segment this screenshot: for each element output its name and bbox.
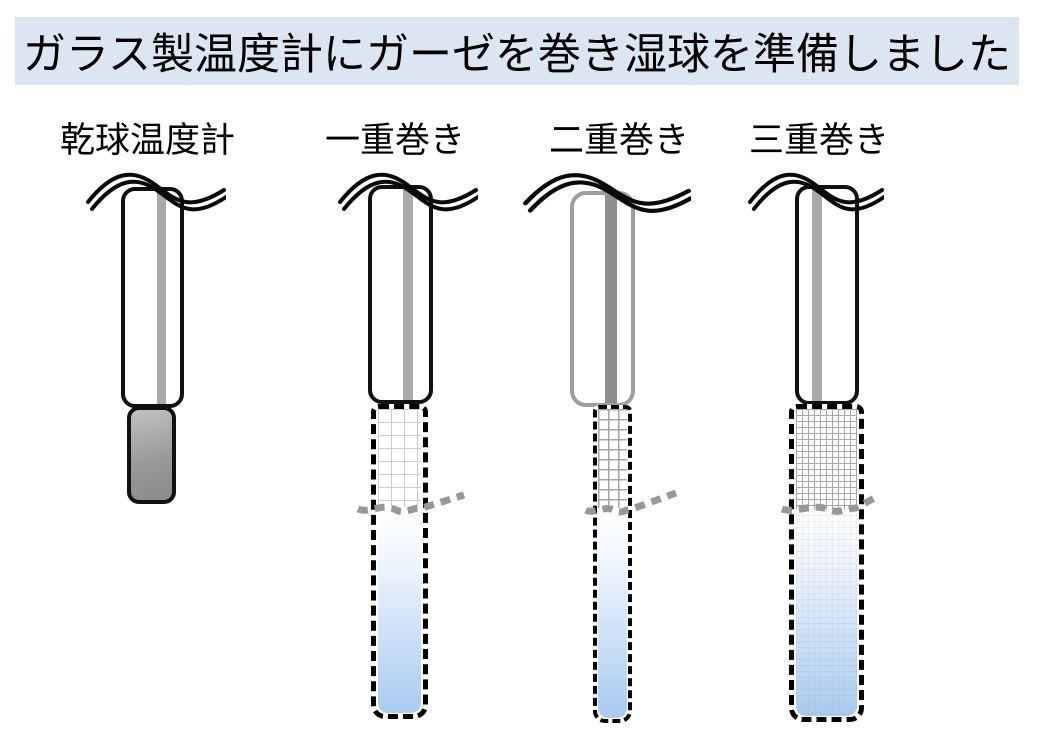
title-bar: ガラス製温度計にガーゼを巻き湿球を準備しました [15, 17, 1019, 85]
thermometer-bulb [127, 406, 176, 504]
label-double-wrap: 二重巻き [549, 121, 690, 160]
label-single-wrap: 一重巻き [325, 121, 466, 160]
glass-body [795, 185, 859, 405]
string-icon [523, 164, 691, 224]
slide-title: ガラス製温度計にガーゼを巻き湿球を準備しました [22, 31, 1012, 79]
gauze-dry-section [378, 409, 421, 507]
mercury-column [812, 189, 822, 401]
gauze-wrap [789, 404, 864, 722]
mercury-column [605, 195, 617, 403]
mercury-column [157, 191, 166, 404]
gauze-wrap [593, 405, 632, 723]
string-icon [86, 164, 226, 222]
gauze-wet-section [378, 507, 421, 713]
tie-thread-icon [780, 484, 882, 524]
glass-body [368, 185, 433, 404]
string-icon [748, 164, 884, 222]
label-dry-bulb-thermometer: 乾球温度計 [60, 121, 236, 160]
mercury-column [403, 189, 413, 400]
label-triple-wrap: 三重巻き [749, 121, 890, 160]
tie-thread-icon [356, 484, 468, 524]
gauze-dry-section [598, 409, 627, 508]
gauze-dry-section [796, 409, 857, 509]
string-icon [338, 164, 478, 222]
glass-body [121, 187, 184, 408]
tie-thread-icon [584, 484, 679, 524]
gauze-wet-section [796, 509, 857, 716]
gauze-wet-section [598, 508, 627, 718]
glass-body [570, 191, 635, 407]
gauze-wrap [371, 404, 428, 719]
